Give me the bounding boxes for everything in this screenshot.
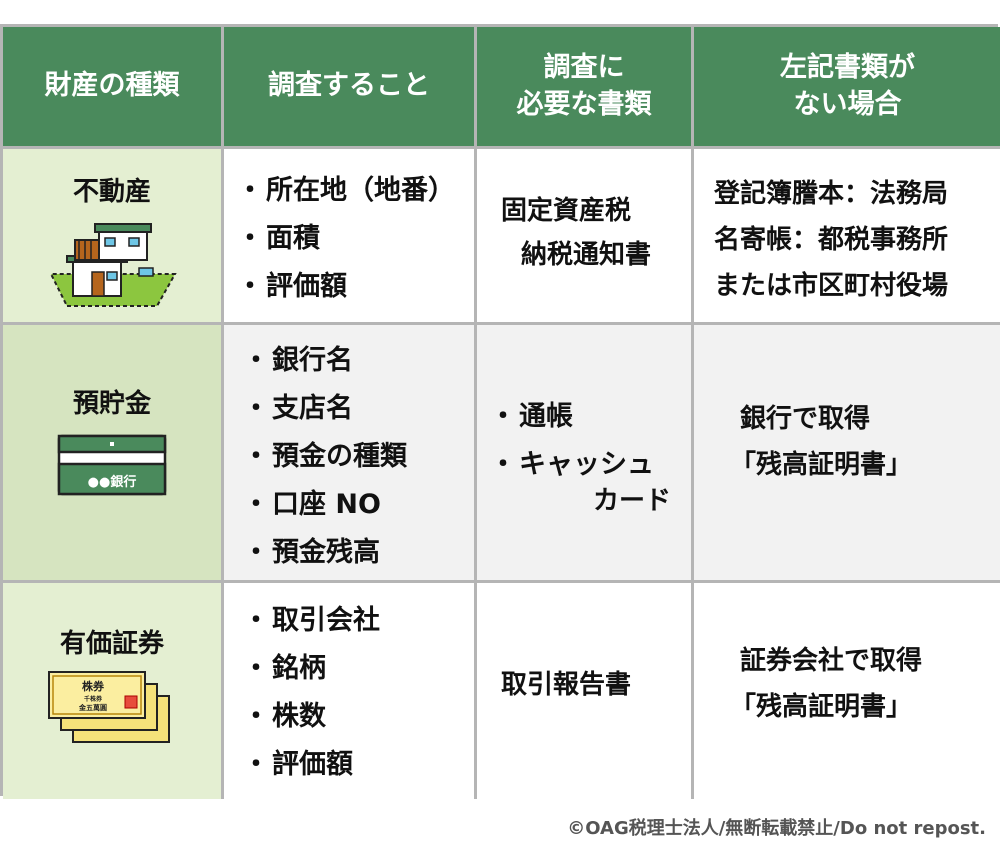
real-estate-alternative: 登記簿謄本：法務局 名寄帳：都税事務所 または市区町村役場	[694, 149, 1000, 325]
category-real-estate: 不動産	[3, 149, 224, 325]
list-item: 評価額	[240, 741, 474, 789]
savings-documents: 通帳 キャッシュ カード	[477, 325, 694, 583]
property-investigation-table: 財産の種類 調査すること 調査に 必要な書類 左記書類が ない場合 不動産	[0, 24, 1000, 799]
copyright-notice: ©OAG税理士法人/無断転載禁止/Do not repost.	[567, 818, 986, 839]
list-item: キャッシュ	[487, 441, 691, 489]
securities-documents: 取引報告書	[477, 583, 694, 799]
category-savings: 預貯金 ●●銀行	[3, 325, 224, 583]
list-item: 銘柄	[240, 645, 474, 693]
list-item: 預金残高	[240, 529, 474, 577]
list-item: 株数	[240, 693, 474, 741]
real-estate-items: 所在地（地番） 面積 評価額	[224, 149, 477, 325]
list-item: 面積	[234, 215, 474, 263]
svg-text:●●銀行: ●●銀行	[88, 474, 137, 490]
document-line: 固定資産税	[501, 196, 632, 226]
header-required-documents: 調査に 必要な書類	[477, 27, 694, 149]
list-item: 取引会社	[240, 597, 474, 645]
category-securities: 有価証券 株券 千株券 金五萬圓	[3, 583, 224, 799]
category-label: 預貯金	[72, 389, 151, 419]
alternative-line: 「残高証明書」	[730, 692, 913, 722]
alternative-line: または市区町村役場	[714, 271, 949, 301]
svg-text:株券: 株券	[82, 679, 105, 693]
alternative-line: 銀行で取得	[740, 404, 871, 434]
securities-items: 取引会社 銘柄 株数 評価額	[224, 583, 477, 799]
house-icon	[49, 223, 177, 307]
list-item: 預金の種類	[240, 433, 474, 481]
document-line: カード	[593, 486, 672, 516]
list-item: 口座 NO	[240, 481, 474, 529]
header-alternative: 左記書類が ない場合	[694, 27, 1000, 149]
header-property-type: 財産の種類	[3, 27, 224, 149]
category-label: 有価証券	[59, 629, 164, 659]
category-label: 不動産	[72, 177, 151, 207]
document-line: 納税通知書	[521, 240, 652, 270]
alternative-line: 名寄帳：都税事務所	[714, 225, 949, 255]
bankbook-icon: ●●銀行	[57, 434, 167, 496]
header-investigation-items: 調査すること	[224, 27, 477, 149]
list-item: 通帳	[487, 393, 691, 441]
list-item: 所在地（地番）	[234, 167, 474, 215]
securities-alternative: 証券会社で取得 「残高証明書」	[694, 583, 1000, 799]
alternative-line: 証券会社で取得	[740, 646, 923, 676]
document-line: 取引報告書	[501, 670, 632, 700]
svg-text:千株券: 千株券	[84, 695, 103, 703]
stock-certificate-icon: 株券 千株券 金五萬圓	[48, 671, 170, 743]
real-estate-documents: 固定資産税 納税通知書	[477, 149, 694, 325]
list-item: 銀行名	[240, 337, 474, 385]
svg-text:金五萬圓: 金五萬圓	[78, 703, 107, 712]
list-item: 評価額	[234, 263, 474, 311]
savings-alternative: 銀行で取得 「残高証明書」	[694, 325, 1000, 583]
savings-items: 銀行名 支店名 預金の種類 口座 NO 預金残高	[224, 325, 477, 583]
alternative-line: 登記簿謄本：法務局	[714, 179, 949, 209]
alternative-line: 「残高証明書」	[730, 450, 913, 480]
list-item: 支店名	[240, 385, 474, 433]
